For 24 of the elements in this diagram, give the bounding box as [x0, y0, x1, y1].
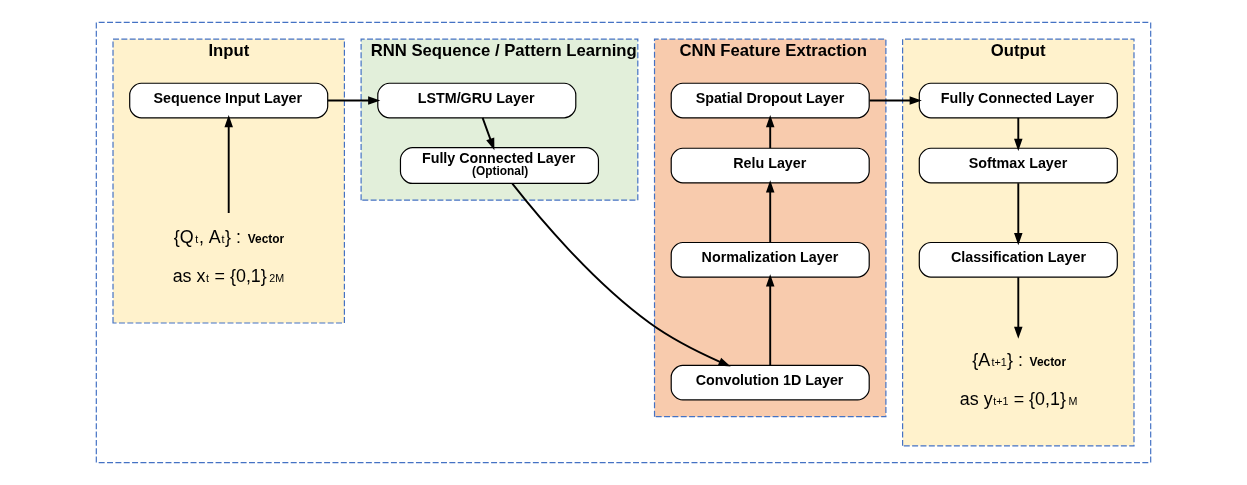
arrow — [1014, 182, 1023, 246]
node-box: Sequence Input Layer — [129, 82, 329, 119]
arrow — [765, 115, 775, 150]
arrow — [511, 182, 731, 367]
node-box: Classification Layer — [918, 241, 1118, 278]
node-box: Softmax Layer — [918, 147, 1118, 184]
arrow — [224, 115, 233, 214]
arrow — [481, 116, 495, 151]
arrow — [765, 274, 775, 367]
arrow — [327, 96, 381, 105]
node-box: Relu Layer — [670, 147, 870, 184]
arrow — [765, 180, 775, 244]
node-box: Convolution 1D Layer — [670, 364, 870, 401]
arrow — [868, 96, 922, 105]
cluster — [95, 21, 1152, 464]
node-box: Spatial Dropout Layer — [670, 82, 870, 119]
node-box: Fully Connected Layer (Optional) — [399, 147, 600, 185]
arrow — [1014, 116, 1023, 151]
node-box: LSTM/GRU Layer — [377, 82, 577, 119]
node-text: {At+1} : Vector as yt+1 = {0,1}M — [959, 349, 1078, 410]
node-text: {Qt, At} : Vector as xt = {0,1}2M — [172, 227, 285, 287]
node-box: Normalization Layer — [670, 241, 870, 278]
node-box: Fully Connected Layer — [918, 82, 1118, 119]
arrow — [1014, 276, 1023, 339]
